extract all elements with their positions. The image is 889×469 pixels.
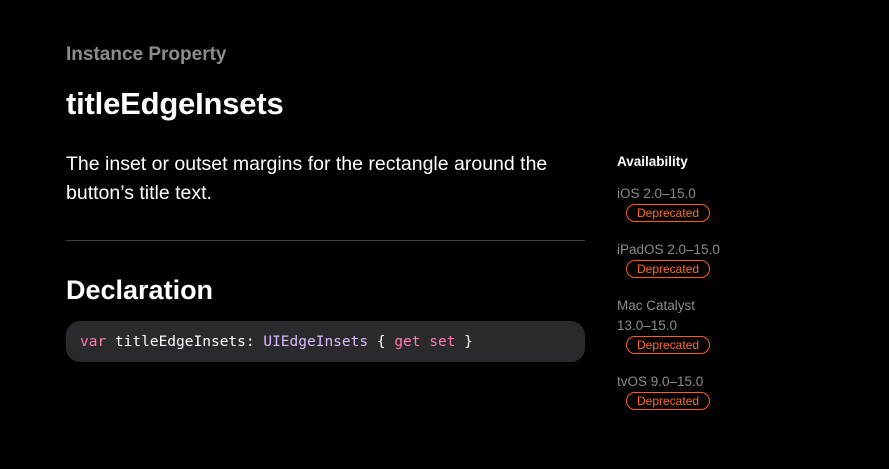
page-title: titleEdgeInsets [66,86,284,121]
section-divider [66,240,585,241]
platform-name: iPadOS 2.0–15.0 [617,242,720,257]
code-open-brace: { [368,333,395,350]
code-type-link[interactable]: UIEdgeInsets [263,333,369,350]
code-close-brace: } [455,333,473,350]
deprecated-badge: Deprecated [626,392,711,410]
code-property-name: titleEdgeInsets: [106,333,264,350]
availability-heading: Availability [617,154,688,169]
declaration-code-block[interactable]: var titleEdgeInsets: UIEdgeInsets { get … [66,321,585,362]
platform-name: tvOS 9.0–15.0 [617,374,704,389]
platform-item-tvos: tvOS 9.0–15.0 Deprecated [617,372,737,410]
symbol-kind-label: Instance Property [66,44,227,65]
platform-name: Mac Catalyst 13.0–15.0 [617,298,696,333]
code-space [421,334,430,350]
abstract-text: The inset or outset margins for the rect… [66,153,548,204]
deprecated-badge: Deprecated [626,336,711,354]
code-keyword-get: get [394,333,421,350]
platform-item-ipados: iPadOS 2.0–15.0 Deprecated [617,240,737,278]
deprecated-badge: Deprecated [626,204,711,222]
code-keyword-set: set [429,333,456,350]
deprecated-badge: Deprecated [626,260,711,278]
platform-name: iOS 2.0–15.0 [617,186,696,201]
platform-item-mac-catalyst: Mac Catalyst 13.0–15.0 Deprecated [617,296,717,354]
code-keyword-var: var [80,333,107,350]
declaration-heading: Declaration [66,275,214,305]
platform-item-ios: iOS 2.0–15.0 Deprecated [617,184,737,222]
